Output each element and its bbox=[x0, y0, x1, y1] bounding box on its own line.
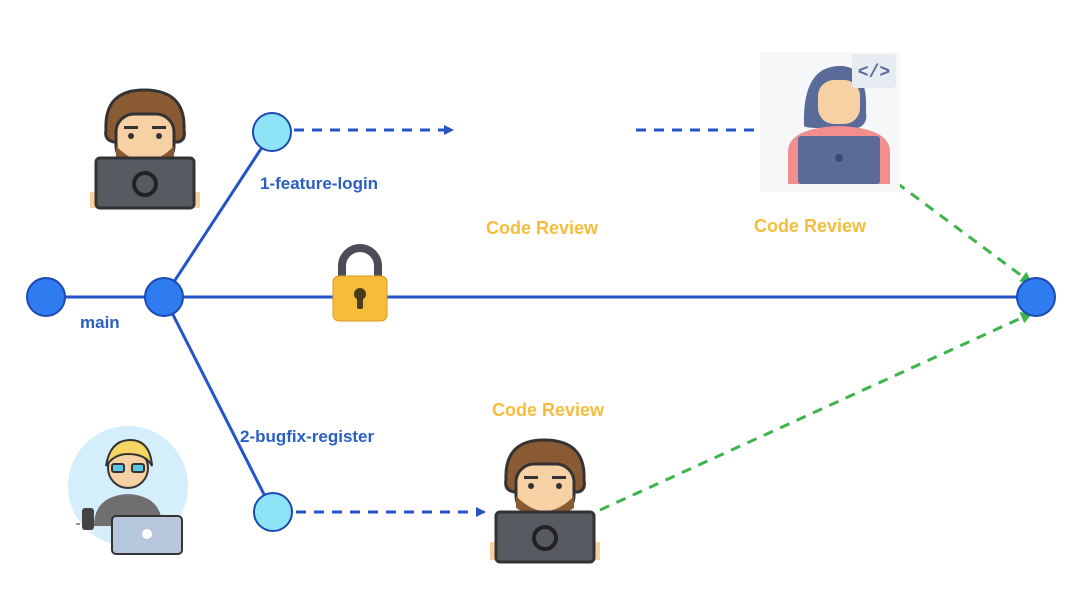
main-start-node bbox=[26, 277, 66, 317]
branch-label-main: main bbox=[80, 313, 120, 332]
code-tag-icon: </> bbox=[858, 63, 890, 83]
feature-node bbox=[252, 112, 292, 152]
branch-label-bugfix: 2-bugfix-register bbox=[240, 427, 375, 446]
main-branch-node bbox=[144, 277, 184, 317]
code-review-label-top-right: Code Review bbox=[754, 216, 867, 236]
developer-avatar-icon bbox=[68, 426, 188, 555]
bugfix-branch-line bbox=[162, 296, 275, 513]
code-review-label-bottom: Code Review bbox=[492, 400, 605, 420]
developer-avatar-icon bbox=[90, 88, 200, 210]
merge-arrow-top bbox=[881, 170, 1033, 284]
merge-arrow-bottom bbox=[599, 312, 1033, 512]
feature-branch-line bbox=[162, 131, 274, 298]
bugfix-node bbox=[253, 492, 293, 532]
code-review-label-top-center: Code Review bbox=[486, 218, 599, 238]
developer-avatar-icon bbox=[490, 438, 600, 564]
lock-icon bbox=[332, 244, 388, 322]
branch-label-feature: 1-feature-login bbox=[260, 174, 378, 193]
reviewer-avatar-icon: </> bbox=[760, 52, 900, 192]
main-merge-node bbox=[1016, 277, 1056, 317]
